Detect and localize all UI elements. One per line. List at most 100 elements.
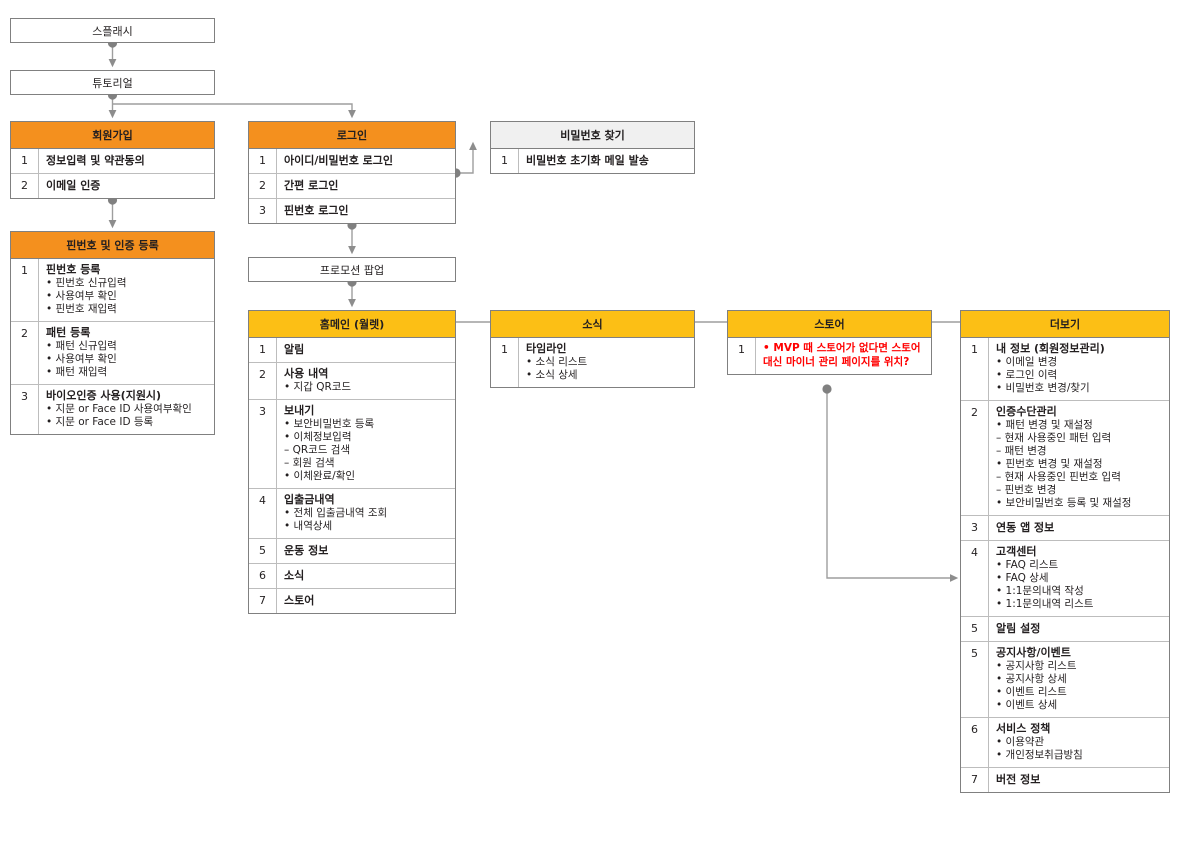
row-subitem: • 개인정보취급방침	[996, 749, 1083, 761]
row-title: 사용 내역	[284, 367, 329, 380]
node-tutorial-label: 튜토리얼	[92, 76, 133, 90]
node-home-wallet-header: 홈메인 (월렛)	[249, 311, 455, 338]
table-row[interactable]: 1• MVP 때 스토어가 없다면 스토어 대신 마이너 관리 페이지를 위치?	[728, 338, 931, 374]
row-subitem: • 핀번호 변경 및 재설정	[996, 458, 1103, 470]
node-splash-label: 스플래시	[92, 24, 133, 38]
row-title: 알림 설정	[996, 622, 1041, 635]
row-body: 사용 내역• 지갑 QR코드	[277, 363, 455, 399]
row-body: 정보입력 및 약관동의	[39, 149, 214, 173]
row-title: 내 정보 (회원정보관리)	[996, 342, 1105, 355]
node-signup-header: 회원가입	[11, 122, 214, 149]
row-body: 버전 정보	[989, 768, 1169, 792]
row-subitem: • 공지사항 리스트	[996, 660, 1077, 672]
node-store[interactable]: 스토어 1• MVP 때 스토어가 없다면 스토어 대신 마이너 관리 페이지를…	[727, 310, 932, 375]
row-sublist: • 보안비밀번호 등록• 이체정보입력– QR코드 검색– 회원 검색• 이체완…	[284, 418, 450, 483]
table-row[interactable]: 2 간편 로그인	[249, 173, 455, 198]
row-subitem: • 패턴 신규입력	[46, 340, 117, 352]
row-body: 알림 설정	[989, 617, 1169, 641]
row-title: 입출금내역	[284, 493, 335, 506]
row-subitem: • 소식 상세	[526, 369, 578, 381]
row-body: 보내기• 보안비밀번호 등록• 이체정보입력– QR코드 검색– 회원 검색• …	[277, 400, 455, 488]
row-subitem: • 1:1문의내역 작성	[996, 585, 1084, 597]
row-sublist: • 소식 리스트• 소식 상세	[526, 356, 689, 382]
row-subitem: – 패턴 변경	[996, 445, 1047, 457]
row-body: 아이디/비밀번호 로그인	[277, 149, 455, 173]
table-row[interactable]: 1 정보입력 및 약관동의	[11, 149, 214, 173]
row-number: 1	[11, 259, 39, 321]
row-body: 인증수단관리• 패턴 변경 및 재설정– 현재 사용중인 패턴 입력– 패턴 변…	[989, 401, 1169, 515]
row-subitem: – 회원 검색	[284, 457, 335, 469]
row-number: 5	[249, 539, 277, 563]
node-login-header: 로그인	[249, 122, 455, 149]
row-body: 입출금내역• 전체 입출금내역 조회• 내역상세	[277, 489, 455, 538]
row-title: 소식	[284, 569, 305, 582]
node-more-header: 더보기	[961, 311, 1169, 338]
row-title: 정보입력 및 약관동의	[46, 154, 145, 167]
row-title: 이메일 인증	[46, 179, 101, 192]
row-number: 6	[961, 718, 989, 767]
row-subitem: • 1:1문의내역 리스트	[996, 598, 1094, 610]
row-title: 간편 로그인	[284, 179, 339, 192]
row-number: 2	[249, 174, 277, 198]
row-sublist: • 이용약관• 개인정보취급방침	[996, 736, 1164, 762]
row-subitem: • 공지사항 상세	[996, 673, 1067, 685]
row-title: 타임라인	[526, 342, 567, 355]
row-number: 3	[249, 400, 277, 488]
node-promotion-popup[interactable]: 프로모션 팝업	[248, 257, 456, 282]
node-tutorial[interactable]: 튜토리얼	[10, 70, 215, 95]
row-number: 1	[11, 149, 39, 173]
row-subitem: • 지갑 QR코드	[284, 381, 352, 393]
node-news-header: 소식	[491, 311, 694, 338]
row-subitem: • 내역상세	[284, 520, 333, 532]
row-subitem: • 지문 or Face ID 등록	[46, 416, 154, 428]
row-number: 4	[249, 489, 277, 538]
row-title: 고객센터	[996, 545, 1037, 558]
node-pin-registration-header: 핀번호 및 인증 등록	[11, 232, 214, 259]
table-row[interactable]: 5 알림 설정	[961, 616, 1169, 641]
row-subitem: • 비밀번호 변경/찾기	[996, 382, 1090, 394]
row-number: 5	[961, 617, 989, 641]
node-store-rows: 1• MVP 때 스토어가 없다면 스토어 대신 마이너 관리 페이지를 위치?	[728, 338, 931, 374]
row-body: 바이오인증 사용(지원시)• 지문 or Face ID 사용여부확인• 지문 …	[39, 385, 214, 434]
row-subitem: • 보안비밀번호 등록 및 재설정	[996, 497, 1132, 509]
row-sublist: • 지갑 QR코드	[284, 381, 450, 394]
row-sublist: • 패턴 신규입력• 사용여부 확인• 패턴 재입력	[46, 340, 209, 379]
node-splash[interactable]: 스플래시	[10, 18, 215, 43]
row-subitem: – 핀번호 변경	[996, 484, 1057, 496]
row-number: 2	[11, 322, 39, 384]
